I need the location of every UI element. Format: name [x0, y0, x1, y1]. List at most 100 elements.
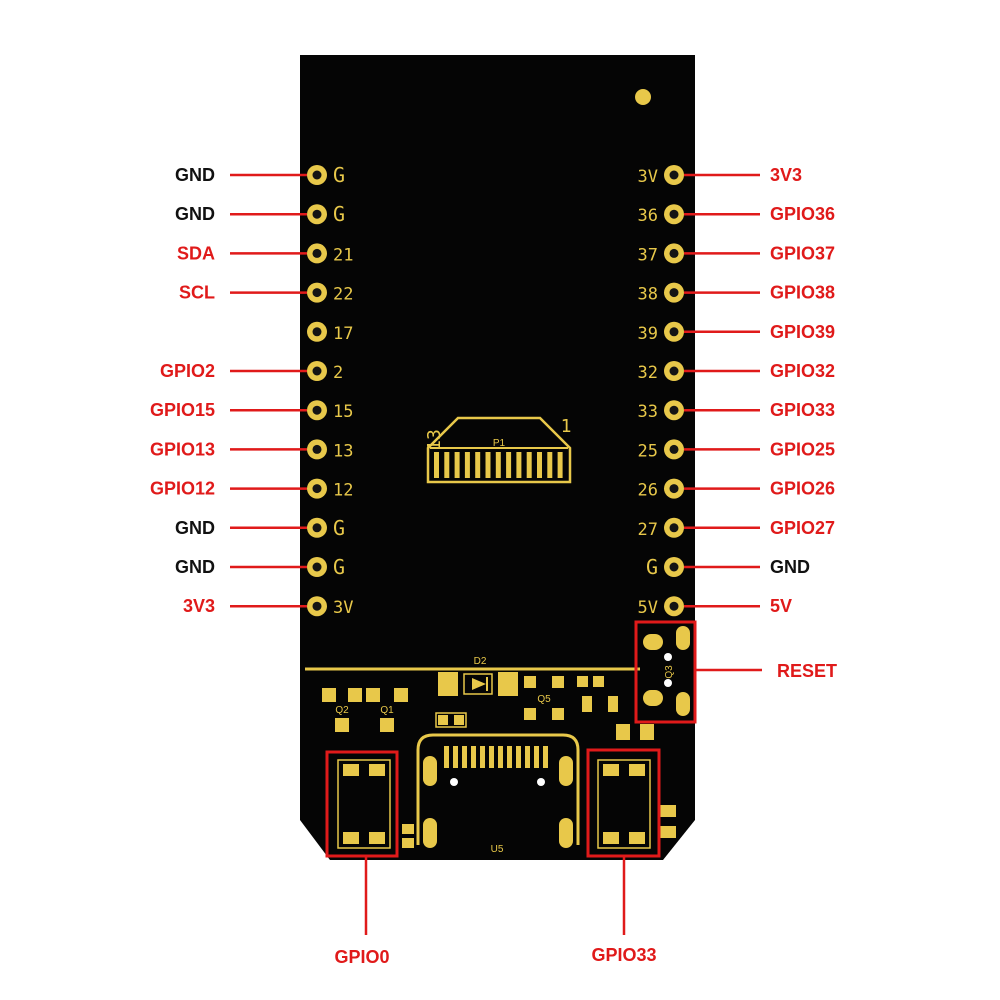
pin-function-label: GPIO26: [770, 479, 835, 499]
q5-label: Q5: [537, 694, 551, 705]
btn0-outline: [337, 759, 391, 849]
usb-hole-left: [450, 778, 458, 786]
pin-function-label: GPIO2: [160, 361, 215, 381]
pin-hole: [669, 170, 679, 180]
pin-function-label: GPIO38: [770, 283, 835, 303]
pin-hole: [669, 444, 679, 454]
pin-function-label: GPIO37: [770, 243, 835, 263]
reset-callout-label: RESET: [777, 661, 837, 681]
ffc-pin-1-label: 1: [561, 416, 572, 437]
reset-pad-br: [676, 692, 690, 716]
pin-function-label: GPIO15: [150, 400, 215, 420]
passive-4-pad-a: [616, 724, 630, 740]
q1-pad-1: [366, 688, 380, 702]
pin-function-label: 5V: [770, 596, 792, 616]
q1-pad-2: [394, 688, 408, 702]
pin-hole: [312, 562, 322, 572]
passive-6-pad-b: [402, 838, 414, 848]
pin-silkscreen-label: 3V: [638, 167, 658, 187]
q1-pad-3: [380, 718, 394, 732]
pin-function-label: 3V3: [183, 596, 215, 616]
btn33-outline: [597, 759, 651, 849]
right-pin: 33 GPIO33: [638, 400, 835, 422]
usb-hole-right: [537, 778, 545, 786]
transistor-q5: Q5: [524, 676, 564, 720]
pin-silkscreen-label: 22: [333, 285, 353, 305]
btn0-pad-br: [369, 832, 385, 844]
reset-pad-tr: [676, 626, 690, 650]
pin-silkscreen-label: 36: [638, 206, 658, 226]
ffc-pin-13-label: 13: [424, 429, 445, 451]
fiducial-mark: [635, 89, 651, 105]
pin-function-label: GND: [770, 557, 810, 577]
pin-hole: [312, 248, 322, 258]
pin-silkscreen-label: 15: [333, 402, 353, 422]
left-pin: 17: [307, 321, 353, 344]
btn33-pad-tl: [603, 764, 619, 776]
usb-pin: [534, 746, 539, 768]
d2-pad-right: [498, 672, 518, 696]
pin-hole: [669, 248, 679, 258]
pin-hole: [669, 288, 679, 298]
ffc-outline: [426, 416, 572, 484]
usb-shield-bl: [423, 818, 437, 848]
pin-function-label: GPIO32: [770, 361, 835, 381]
ffc-pin: [557, 452, 563, 478]
pin-silkscreen-label: G: [646, 555, 658, 579]
usb-pin: [489, 746, 494, 768]
usb-c-connector-u5: U5: [416, 733, 580, 855]
d2-symbol: [472, 678, 486, 690]
diode-d2: D2: [438, 656, 518, 696]
passive-1: [435, 712, 467, 728]
usb-pin: [453, 746, 458, 768]
callouts: RESET GPIO0 GPIO33: [325, 620, 837, 967]
q5-pad-1: [524, 676, 536, 688]
pin-silkscreen-label: 39: [638, 324, 658, 344]
pin-silkscreen-label: 21: [333, 245, 353, 265]
ffc-pin: [526, 452, 532, 478]
pin-hole: [669, 327, 679, 337]
pin-hole: [669, 405, 679, 415]
pin-silkscreen-label: 33: [638, 402, 658, 422]
pin-hole: [312, 288, 322, 298]
pin-hole: [669, 601, 679, 611]
pin-function-label: GND: [175, 557, 215, 577]
reset-hole-top: [664, 653, 672, 661]
pin-function-label: GPIO33: [770, 400, 835, 420]
gpio0-callout-label: GPIO0: [334, 947, 389, 967]
passive-1-pad-a: [438, 715, 448, 725]
pin-hole: [312, 327, 322, 337]
ffc-pin: [434, 452, 439, 478]
pin-hole: [312, 170, 322, 180]
pin-hole: [669, 484, 679, 494]
transistor-q1: Q1: [366, 688, 408, 732]
pin-function-label: GND: [175, 165, 215, 185]
q2-pad-2: [348, 688, 362, 702]
gpio33-callout-label: GPIO33: [591, 945, 656, 965]
reset-pad-bl: [643, 690, 663, 706]
passive-5-pad-a: [660, 805, 676, 817]
usb-pin: [507, 746, 512, 768]
transistor-q2: Q2: [322, 688, 362, 732]
q5-pad-4: [552, 708, 564, 720]
ffc-pin: [495, 452, 501, 478]
q2-pad-1: [322, 688, 336, 702]
d2-label: D2: [474, 656, 487, 667]
usb-pin: [498, 746, 503, 768]
pin-hole: [312, 484, 322, 494]
pin-function-label: GND: [175, 518, 215, 538]
pin-silkscreen-label: 26: [638, 481, 658, 501]
pin-hole: [669, 366, 679, 376]
ffc-ref-label: P1: [493, 438, 506, 449]
